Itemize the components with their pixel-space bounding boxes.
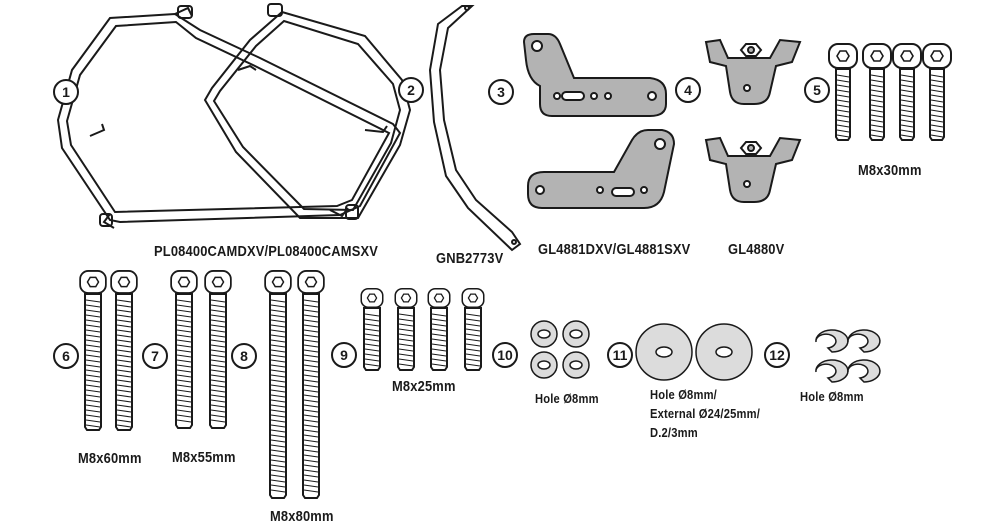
label-brackets: GL4881DXV/GL4881SXV — [538, 241, 691, 258]
label-support-strap: GNB2773V — [436, 250, 504, 267]
bolt-m8x30 — [922, 43, 952, 141]
label-clamp-blocks: GL4880V — [728, 241, 785, 258]
label-bolt-m8x25: M8x25mm — [392, 378, 456, 395]
bolt-m8x25 — [461, 288, 485, 371]
right-side-frame — [99, 3, 412, 229]
callout-6: 6 — [53, 343, 79, 369]
spring-washers — [815, 329, 881, 383]
bolt-m8x25 — [360, 288, 384, 371]
callout-5: 5 — [804, 77, 830, 103]
callout-3: 3 — [488, 79, 514, 105]
bolt-m8x55 — [170, 270, 198, 429]
bolt-m8x80 — [297, 270, 325, 499]
label-spring-washers: Hole Ø8mm — [800, 389, 864, 404]
callout-7: 7 — [142, 343, 168, 369]
label-large-washers-line1: Hole Ø8mm/ — [650, 387, 717, 402]
callout-4: 4 — [675, 77, 701, 103]
bolts — [79, 43, 952, 499]
large-washers — [635, 323, 753, 381]
bolt-m8x60 — [79, 270, 107, 431]
mounting-brackets — [522, 33, 676, 209]
label-side-frames: PL08400CAMDXV/PL08400CAMSXV — [154, 243, 379, 260]
label-large-washers-line2: External Ø24/25mm/ — [650, 406, 760, 421]
bolt-m8x80 — [264, 270, 292, 499]
callout-8: 8 — [231, 343, 257, 369]
callout-12: 12 — [764, 342, 790, 368]
bolt-m8x60 — [110, 270, 138, 431]
label-bolt-m8x60: M8x60mm — [78, 450, 142, 467]
label-bolt-m8x30: M8x30mm — [858, 162, 922, 179]
callout-9: 9 — [331, 342, 357, 368]
label-bolt-m8x80: M8x80mm — [270, 508, 334, 525]
label-bolt-m8x55: M8x55mm — [172, 449, 236, 466]
bolt-m8x30 — [892, 43, 922, 141]
label-large-washers-line3: D.2/3mm — [650, 425, 698, 440]
callout-11: 11 — [607, 342, 633, 368]
bolt-m8x55 — [204, 270, 232, 429]
callout-2: 2 — [398, 77, 424, 103]
support-strap — [428, 5, 522, 252]
bolt-m8x30 — [862, 43, 892, 141]
clamp-blocks — [704, 38, 802, 203]
callout-10: 10 — [492, 342, 518, 368]
callout-1: 1 — [53, 79, 79, 105]
flat-washers — [530, 320, 590, 379]
bolt-m8x30 — [828, 43, 858, 141]
bolt-m8x25 — [427, 288, 451, 371]
left-side-frame — [56, 5, 402, 224]
label-flat-washers: Hole Ø8mm — [535, 391, 599, 406]
bolt-m8x25 — [394, 288, 418, 371]
